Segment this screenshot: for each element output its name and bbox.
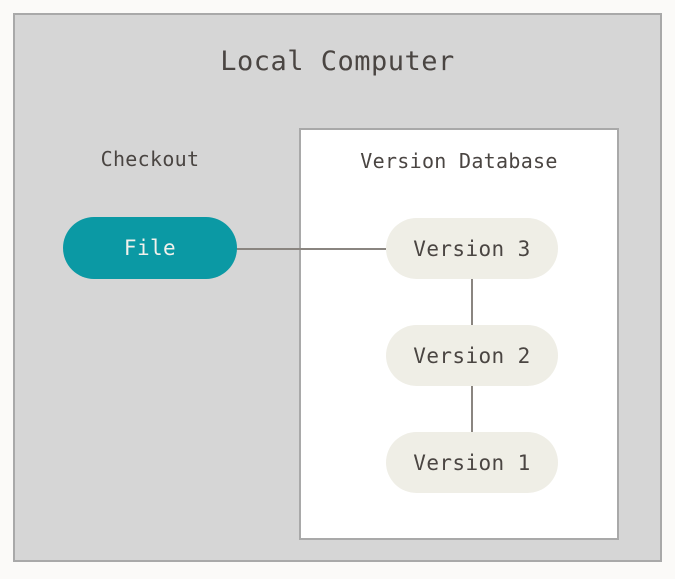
connector-version3-to-version2: [471, 279, 473, 339]
version-database-title: Version Database: [360, 149, 558, 173]
connector-file-to-version3: [224, 248, 386, 250]
version-node-2[interactable]: Version 2: [386, 325, 558, 386]
connector-version2-to-version1: [471, 385, 473, 446]
checkout-label: Checkout: [100, 147, 200, 171]
version-node-1[interactable]: Version 1: [386, 432, 558, 493]
local-computer-panel: Local Computer Checkout Version Database…: [13, 13, 662, 562]
version-node-3[interactable]: Version 3: [386, 218, 558, 279]
file-node[interactable]: File: [63, 217, 237, 279]
local-computer-title: Local Computer: [220, 46, 455, 77]
